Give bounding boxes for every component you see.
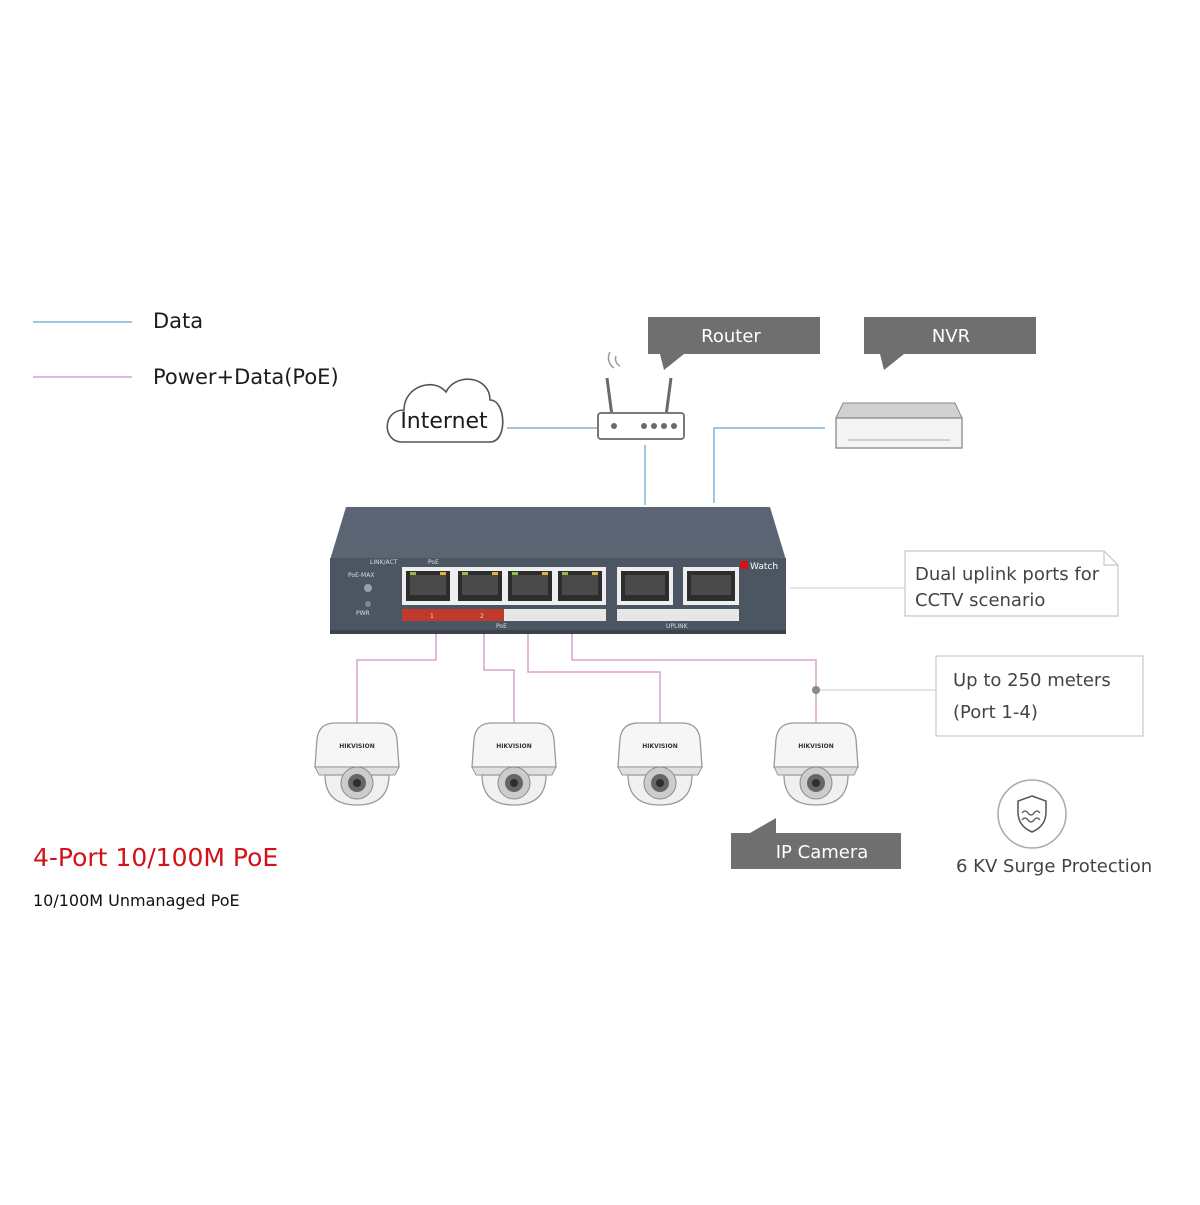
- uplink-note: Dual uplink ports for CCTV scenario: [904, 550, 1119, 617]
- poe-connections: [356, 634, 817, 725]
- distance-marker-dot: [812, 686, 820, 694]
- power-led: [365, 601, 371, 607]
- poe-port-row: 1 2 PoE: [402, 567, 606, 630]
- distance-note-box: [935, 655, 1144, 737]
- legend-poe-label: Power+Data(PoE): [153, 365, 339, 389]
- router-callout-box: [648, 317, 820, 354]
- switch-mode-label: PoE-MAX: [348, 572, 374, 579]
- nvr-callout-box: [864, 317, 1036, 354]
- camera-icon: HIKVISION: [773, 722, 859, 806]
- legend-data-label: Data: [153, 309, 203, 333]
- switch-pwr-label: PWR: [356, 610, 370, 617]
- legend: Data Power+Data(PoE): [33, 309, 339, 389]
- poe-switch: LINK/ACT PoE PoE-MAX PWR: [330, 507, 786, 634]
- surge-badge: [997, 779, 1067, 849]
- uplink-port-strip: [617, 609, 739, 621]
- switch-top-panel: [330, 507, 786, 560]
- uplink-note-line-2: CCTV scenario: [915, 590, 1045, 611]
- rj45-uplink-port: [687, 571, 735, 601]
- wave-icon: [1021, 810, 1041, 816]
- uplink-port-row: UPLINK: [617, 567, 739, 630]
- camera-label: IP Camera: [776, 842, 869, 863]
- poe-link-port-3: [527, 634, 661, 725]
- switch-poe-indicator-label: PoE: [428, 559, 439, 566]
- poe-link-port-1: [356, 634, 437, 725]
- poe-link-port-2: [483, 634, 515, 725]
- annotation-lines: [790, 587, 936, 691]
- page-subtitle: 10/100M Unmanaged PoE: [33, 891, 240, 910]
- port-number-1: 1: [430, 613, 434, 620]
- nvr: NVR: [835, 317, 1036, 449]
- note-icon: [904, 550, 1119, 617]
- shield-icon: [1017, 795, 1047, 833]
- brand-logo-mark: [740, 561, 748, 569]
- camera-icon: HIKVISION: [471, 722, 557, 806]
- camera-callout-tail: [750, 818, 776, 833]
- rj45-uplink-port: [621, 571, 669, 601]
- poe-port-strip-red: [402, 609, 504, 621]
- surge-label: 6 KV Surge Protection: [956, 856, 1152, 877]
- nvr-icon: [835, 402, 963, 449]
- cloud-icon: [386, 378, 504, 443]
- switch-link-label: LINK/ACT: [370, 559, 398, 566]
- camera-callout: IP Camera: [731, 818, 901, 869]
- rj45-port: [406, 571, 450, 601]
- nvr-label: NVR: [932, 326, 970, 347]
- internet-cloud: Internet: [386, 378, 504, 443]
- distance-note: Up to 250 meters (Port 1-4): [935, 655, 1144, 737]
- router-callout: Router: [648, 317, 820, 370]
- camera-brand-label: HIKVISION: [642, 743, 677, 750]
- data-connections: [507, 427, 825, 505]
- mode-button: [364, 584, 372, 592]
- poe-ports-label: PoE: [496, 623, 507, 630]
- poe-link-port-4: [571, 634, 817, 725]
- poe-port-strip: [504, 609, 606, 621]
- uplink-label: UPLINK: [666, 623, 689, 630]
- uplink-note-line-1: Dual uplink ports for: [915, 564, 1100, 585]
- surge-protection: 6 KV Surge Protection: [956, 779, 1152, 877]
- camera-icon: HIKVISION: [314, 722, 400, 806]
- nvr-switch-link: [713, 427, 825, 503]
- camera-brand-label: HIKVISION: [496, 743, 531, 750]
- router-callout-tail: [660, 354, 684, 370]
- internet-label: Internet: [400, 409, 488, 434]
- switch-brand: Watch: [750, 562, 778, 572]
- nvr-callout-tail: [880, 354, 904, 370]
- camera-callout-box: [731, 833, 901, 869]
- router-label: Router: [701, 326, 761, 347]
- rj45-port: [458, 571, 502, 601]
- distance-note-line-1: Up to 250 meters: [953, 670, 1111, 691]
- distance-note-line-2: (Port 1-4): [953, 702, 1038, 723]
- router: Router: [597, 317, 820, 440]
- camera-brand-label: HIKVISION: [798, 743, 833, 750]
- nvr-callout: NVR: [864, 317, 1036, 370]
- camera-icon: HIKVISION: [617, 722, 703, 806]
- rj45-port: [558, 571, 602, 601]
- page-title: 4-Port 10/100M PoE: [33, 843, 278, 872]
- rj45-port: [508, 571, 552, 601]
- port-number-2: 2: [480, 613, 484, 620]
- camera-brand-label: HIKVISION: [339, 743, 374, 750]
- router-icon: [597, 351, 685, 440]
